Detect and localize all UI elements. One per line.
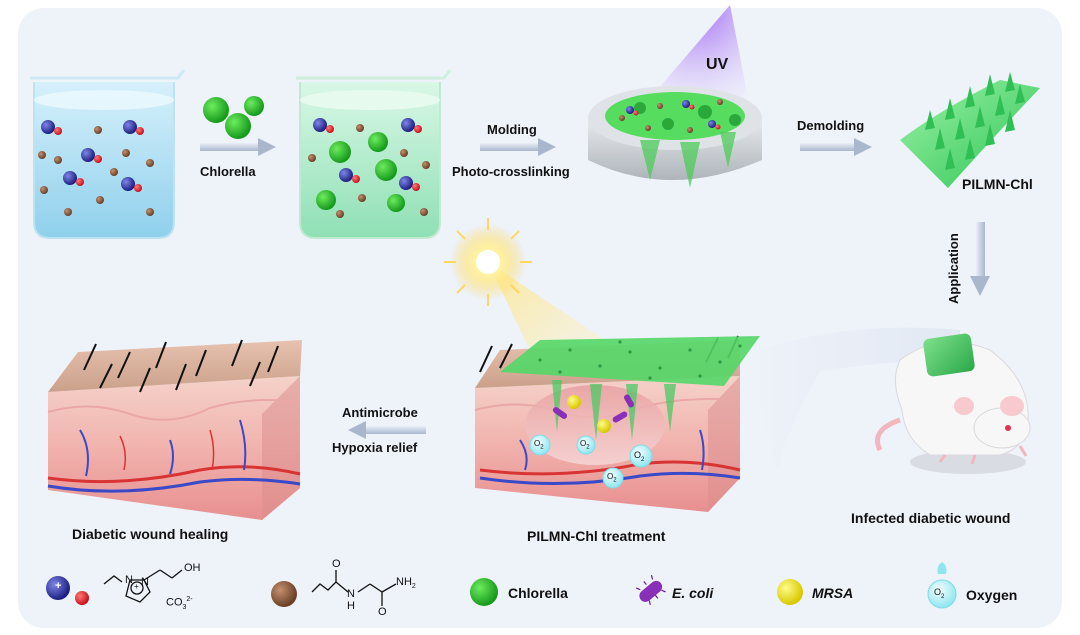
legend-cation-plus: + [55,580,62,592]
beaker-chlorella-solution [296,69,452,239]
o2-bubble-label: O2 [607,472,617,484]
ionic-liquid-structure [103,569,183,603]
legend-anion-icon [75,591,89,605]
label-hypoxia-relief: Hypoxia relief [332,440,418,455]
legend-mrsa-label: MRSA [812,585,854,601]
label-chlorella-step: Chlorella [200,164,256,179]
legend-ecoli-icon [635,574,666,605]
ionic-liquid-n1: N [125,574,133,586]
legend-monomer-icon [271,581,297,607]
arrow-healing [348,421,426,439]
mold-crosslinking [588,86,762,188]
ionic-liquid-n2: N [141,576,149,588]
zoom-halo [750,327,960,470]
microneedle-patch [900,72,1040,188]
o2-bubble-label: O2 [634,450,645,463]
o2-bubble-label: O2 [580,439,590,451]
legend-oxygen-symbol: O2 [934,587,945,600]
label-healing: Diabetic wound healing [72,526,229,542]
mouse-illustration [875,333,1031,474]
legend-chlorella-label: Chlorella [508,585,568,601]
legend-cation-icon [46,576,70,600]
label-demolding: Demolding [797,118,865,133]
label-application: Application [946,233,961,304]
legend-chlorella-icon [470,578,498,606]
label-photo-crosslinking: Photo-crosslinking [452,164,570,179]
ionic-liquid-oh: OH [184,562,201,574]
oxygen-bubbles [529,434,653,489]
ionic-liquid-plus: + [134,582,139,591]
label-product: PILMN-Chl [962,176,1033,192]
label-uv: UV [706,56,729,73]
particles-beaker1 [38,120,154,216]
legend-oxygen-tail [937,562,947,574]
skin-healed [47,339,302,520]
acrylamide-structure [311,570,397,606]
ionic-liquid-carbonate: CO32- [166,596,193,611]
label-infected-wound: Infected diabetic wound [851,510,1011,526]
particles-beaker2 [308,118,430,218]
legend-mrsa-icon [777,579,803,605]
beaker-monomer-solution [30,69,186,239]
legend-oxygen-icon [927,579,957,609]
arrow-molding [480,138,556,156]
o2-bubble-label: O2 [534,439,544,451]
legend-ecoli-label: E. coli [672,585,714,601]
chlorella-cluster [203,96,264,139]
skin-treatment [474,335,760,512]
acrylamide-h: H [347,600,355,612]
acrylamide-n: N [347,588,355,600]
label-treatment: PILMN-Chl treatment [527,528,666,544]
arrow-application [970,222,990,296]
acrylamide-o2: O [378,606,387,618]
acrylamide-nh2: NH2 [396,576,416,591]
label-antimicrobe: Antimicrobe [342,405,418,420]
legend-graphics [46,562,957,609]
legend-oxygen-label: Oxygen [966,587,1018,603]
arrow-add-chlorella [200,138,276,156]
arrow-demolding [800,138,872,156]
acrylamide-o1: O [332,558,341,570]
label-molding: Molding [487,122,537,137]
